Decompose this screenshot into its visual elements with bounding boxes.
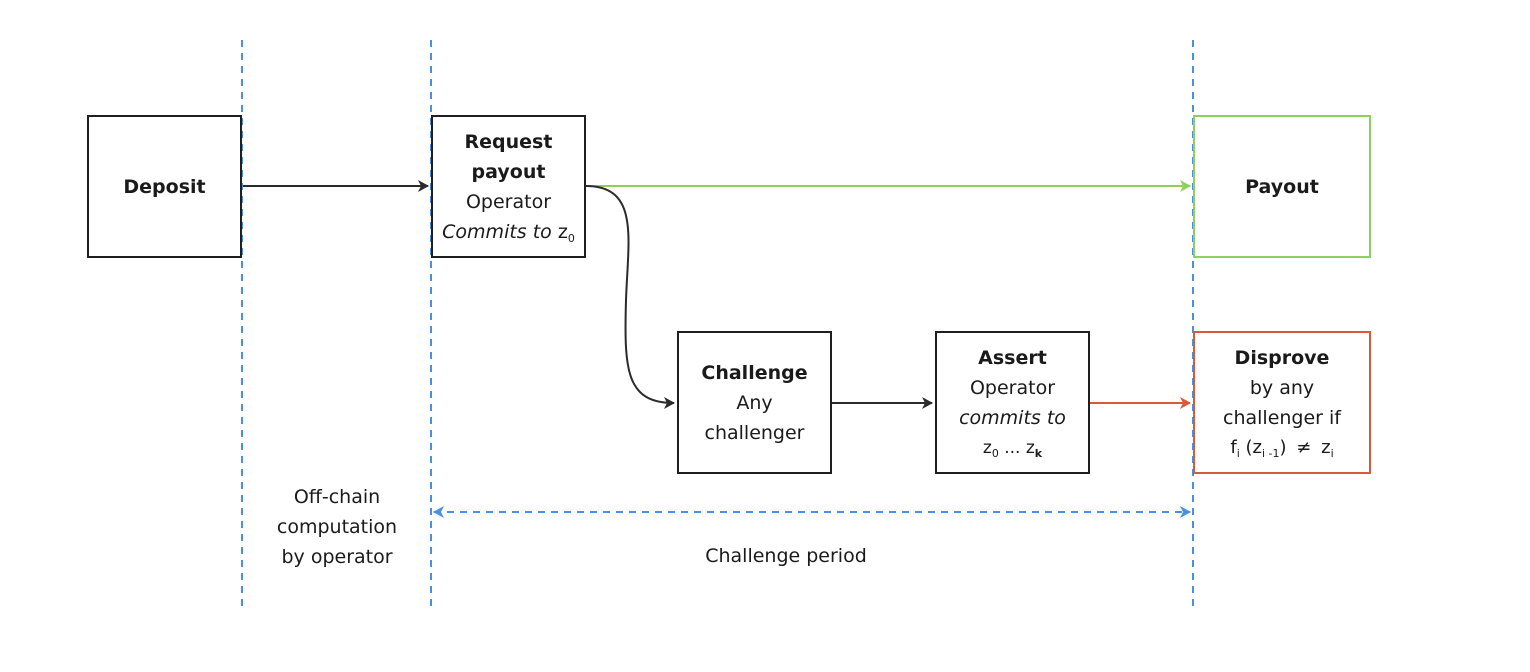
- assert-var-b: z: [1025, 437, 1035, 458]
- disprove-z: z: [1321, 436, 1331, 458]
- request-var-sub: 0: [567, 231, 575, 245]
- deposit-title: Deposit: [123, 175, 206, 198]
- disprove-z-sub: i: [1330, 446, 1334, 460]
- payout-node: Payout: [1193, 115, 1371, 258]
- arrow-request-to-challenge: [585, 185, 675, 409]
- offchain-line1: Off-chain: [293, 486, 381, 508]
- request-title-line1: Request: [464, 130, 553, 153]
- assert-var-b-sub: k: [1034, 446, 1043, 460]
- request-var: z: [557, 220, 568, 243]
- challenge-node: Challenge Any challenger: [677, 331, 832, 474]
- assert-var-a: z: [982, 437, 992, 458]
- assert-ellipsis: ...: [1004, 437, 1021, 458]
- disprove-condition: fi (zi -1) ≠ zi: [1230, 433, 1333, 463]
- challenge-period-label: Challenge period: [705, 545, 867, 567]
- assert-var-a-sub: 0: [991, 446, 999, 460]
- disprove-line2: challenger if: [1223, 406, 1341, 429]
- disprove-neq: ≠: [1296, 436, 1312, 458]
- disprove-title: Disprove: [1234, 346, 1330, 369]
- challenge-line1: Any: [736, 391, 773, 414]
- challenge-line2: challenger: [704, 421, 805, 444]
- request-commit-line: Commits to z0: [442, 217, 575, 247]
- assert-operator: Operator: [969, 376, 1056, 399]
- assert-node: Assert Operator commits to z0 ... zk: [935, 331, 1090, 474]
- offchain-label: Off-chain computation by operator: [262, 482, 412, 572]
- assert-vars: z0 ... zk: [983, 433, 1042, 463]
- deposit-node: Deposit: [87, 115, 242, 258]
- disprove-node: Disprove by any challenger if fi (zi -1)…: [1193, 331, 1371, 474]
- disprove-f-sub: i: [1236, 446, 1240, 460]
- disprove-arg-sub: i -1: [1261, 446, 1280, 460]
- payout-title: Payout: [1245, 175, 1319, 198]
- request-operator: Operator: [465, 190, 552, 213]
- request-commit-text: Commits to: [442, 220, 552, 243]
- offchain-line3: by operator: [281, 546, 393, 568]
- disprove-arg: (z: [1245, 436, 1262, 458]
- disprove-f: f: [1230, 436, 1237, 458]
- assert-title: Assert: [978, 346, 1047, 369]
- offchain-line2: computation: [276, 516, 398, 538]
- disprove-line1: by any: [1249, 376, 1315, 399]
- disprove-close: ): [1279, 436, 1287, 458]
- request-payout-node: Request payout Operator Commits to z0: [431, 115, 586, 258]
- challenge-title: Challenge: [701, 361, 808, 384]
- assert-commit-text: commits to: [959, 406, 1066, 429]
- request-title-line2: payout: [471, 160, 546, 183]
